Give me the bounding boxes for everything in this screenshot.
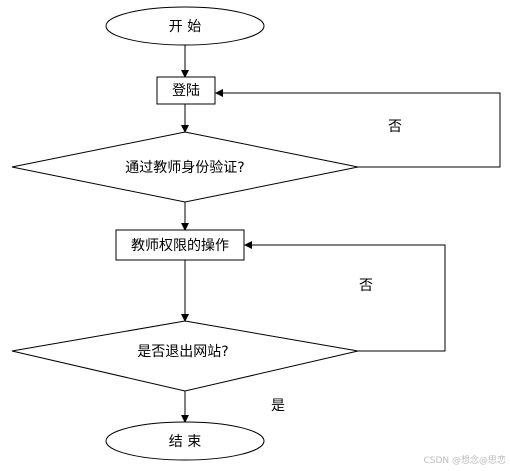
start-node: 开 始 — [105, 6, 265, 46]
edge-verify-no-loop — [215, 89, 501, 168]
login-label: 登陆 — [172, 83, 200, 99]
watermark-text: CSDN @想念@思恋 — [423, 454, 506, 466]
login-node: 登陆 — [156, 76, 216, 105]
exit-check-node: 是否退出网站? — [11, 320, 359, 392]
verify-node: 通过教师身份验证? — [11, 131, 359, 203]
end-node: 结 束 — [105, 421, 265, 461]
verify-diamond — [11, 131, 359, 203]
login-box — [156, 76, 216, 105]
operate-node: 教师权限的操作 — [115, 229, 245, 261]
verify-label: 通过教师身份验证? — [125, 160, 244, 176]
edge-exit-no-loop — [244, 241, 446, 352]
operate-box — [115, 229, 245, 261]
edges — [181, 45, 501, 423]
exit-check-diamond — [11, 320, 359, 392]
operate-label: 教师权限的操作 — [131, 238, 229, 254]
end-ellipse — [105, 421, 265, 461]
start-ellipse — [105, 6, 265, 46]
start-label: 开 始 — [169, 19, 201, 35]
exit-no-label: 否 — [359, 278, 373, 294]
exit-yes-label: 是 — [271, 398, 285, 414]
exit-check-label: 是否退出网站? — [137, 344, 228, 360]
verify-no-label: 否 — [388, 119, 402, 135]
end-label: 结 束 — [169, 434, 201, 450]
